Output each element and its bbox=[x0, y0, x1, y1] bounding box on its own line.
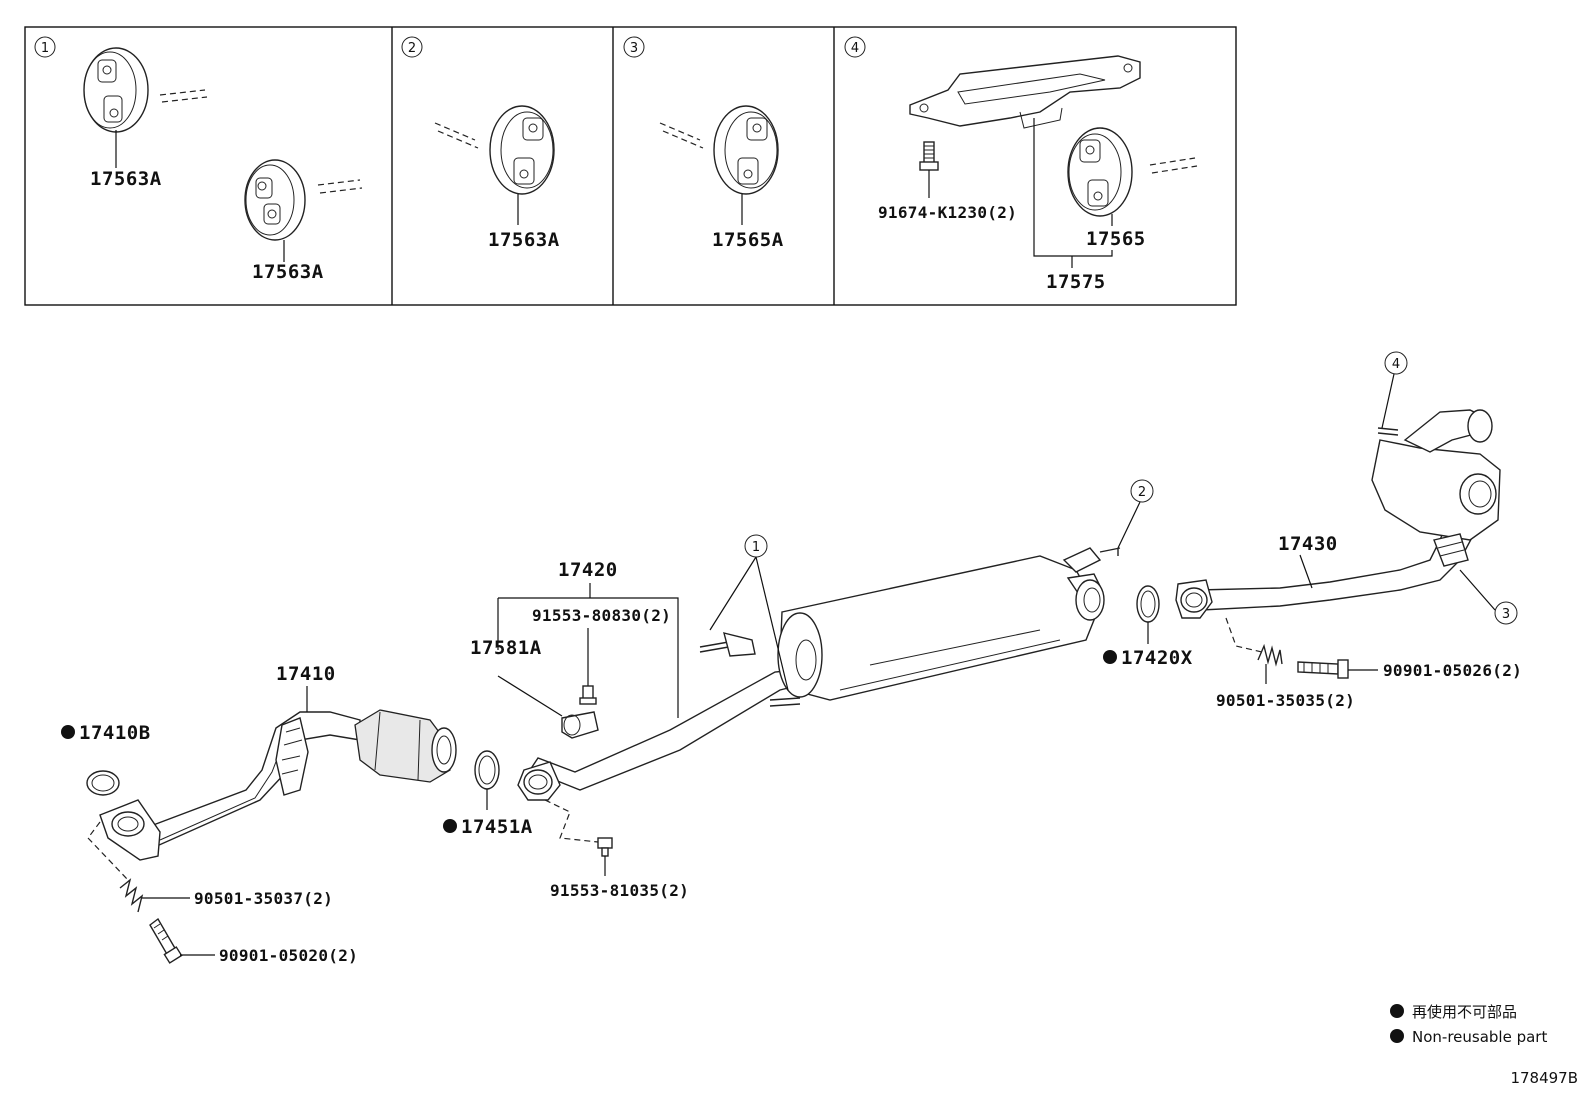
tail-pipe bbox=[1175, 409, 1501, 619]
label-17420X: 17420X bbox=[1121, 647, 1193, 669]
rubber-hanger-icon bbox=[244, 159, 306, 241]
bolt-icon bbox=[1297, 659, 1349, 679]
callout-2: 2 bbox=[1138, 485, 1146, 500]
label-17430: 17430 bbox=[1278, 533, 1338, 555]
callout-4: 4 bbox=[1392, 357, 1400, 372]
label-17563A-c: 17563A bbox=[488, 229, 560, 251]
non-reusable-dot bbox=[1103, 650, 1117, 664]
panel-1-number-circle bbox=[34, 36, 56, 58]
legend-japanese: 再使用不可部品 bbox=[1412, 1003, 1517, 1021]
label-90501-35037: 90501-35037(2) bbox=[194, 889, 333, 908]
assembly-line-dashed bbox=[1225, 617, 1263, 653]
non-reusable-dot bbox=[443, 819, 457, 833]
label-17451A: 17451A bbox=[461, 816, 533, 838]
assembly-line-dashed bbox=[544, 799, 599, 843]
callout-1: 1 bbox=[752, 540, 760, 555]
panel-1-number: 1 bbox=[41, 41, 49, 56]
callout-4-circle bbox=[1384, 351, 1408, 375]
label-90901-05026: 90901-05026(2) bbox=[1383, 661, 1522, 680]
hanger-rod-dashed bbox=[1149, 157, 1198, 174]
panel-3-number: 3 bbox=[630, 41, 638, 56]
bolt-icon bbox=[597, 837, 613, 857]
callout-3-circle bbox=[1494, 601, 1518, 625]
diagram-id: 178497B bbox=[1510, 1069, 1578, 1087]
sensor-bracket-icon bbox=[275, 717, 309, 796]
legend-dot bbox=[1390, 1029, 1404, 1043]
rear-muffler-icon bbox=[1371, 409, 1501, 567]
legend: 再使用不可部品 Non-reusable part bbox=[1390, 1003, 1547, 1046]
hanger-rod-dashed bbox=[317, 179, 363, 194]
bolt-icon bbox=[579, 685, 597, 705]
label-90901-05020: 90901-05020(2) bbox=[219, 946, 358, 965]
panel-2: 2 17563A bbox=[401, 36, 560, 251]
hanger-rod-icon bbox=[699, 547, 1121, 707]
rubber-hanger-icon bbox=[489, 105, 555, 195]
front-pipe-converter bbox=[99, 709, 457, 861]
panel-1: 1 17563A 17563A bbox=[34, 36, 363, 283]
label-17581A: 17581A bbox=[470, 637, 542, 659]
hanger-rod-icon bbox=[1377, 427, 1399, 436]
label-17565A: 17565A bbox=[712, 229, 784, 251]
label-91674-K1230: 91674-K1230(2) bbox=[878, 203, 1017, 222]
assembly-line-dashed bbox=[87, 821, 129, 881]
label-90501-35035: 90501-35035(2) bbox=[1216, 691, 1355, 710]
panel-4: 4 91674-K1230(2) 17565 17575 bbox=[844, 36, 1198, 293]
non-reusable-dot bbox=[61, 725, 75, 739]
rubber-hanger-icon bbox=[1067, 127, 1133, 217]
flange-icon bbox=[517, 761, 561, 801]
legend-english: Non-reusable part bbox=[1412, 1028, 1547, 1046]
panel-2-number-circle bbox=[401, 36, 423, 58]
label-17575: 17575 bbox=[1046, 271, 1106, 293]
center-pipe-muffler bbox=[517, 547, 1121, 801]
label-17410: 17410 bbox=[276, 663, 336, 685]
hanger-rod-dashed bbox=[659, 122, 704, 149]
rubber-hanger-icon bbox=[83, 47, 149, 133]
panel-2-number: 2 bbox=[408, 41, 416, 56]
bracket-icon bbox=[909, 55, 1141, 129]
hanger-rod-dashed bbox=[434, 122, 479, 149]
gasket-icon bbox=[474, 750, 500, 790]
label-17563A-a: 17563A bbox=[90, 168, 162, 190]
panel-3-number-circle bbox=[623, 36, 645, 58]
label-17563A-b: 17563A bbox=[252, 261, 324, 283]
callout-3: 3 bbox=[1502, 607, 1510, 622]
flange-icon bbox=[1175, 579, 1213, 619]
hanger-rod-dashed bbox=[159, 89, 208, 103]
panel-4-number: 4 bbox=[851, 41, 859, 56]
detail-panels bbox=[24, 26, 1237, 306]
gasket-icon bbox=[1136, 585, 1160, 623]
gasket-icon bbox=[86, 770, 120, 796]
label-17420: 17420 bbox=[558, 559, 618, 581]
clamp-icon bbox=[561, 711, 599, 739]
label-17410B: 17410B bbox=[79, 722, 151, 744]
panel-3: 3 17565A bbox=[623, 36, 784, 251]
catalytic-converter-icon bbox=[354, 709, 457, 783]
panel-frame bbox=[24, 26, 1237, 306]
spring-icon bbox=[1257, 643, 1283, 667]
callout-2-circle bbox=[1130, 479, 1154, 503]
muffler-icon bbox=[777, 547, 1105, 701]
spring-icon bbox=[119, 878, 144, 913]
bolt-icon bbox=[919, 141, 939, 171]
panel-4-number-circle bbox=[844, 36, 866, 58]
legend-dot bbox=[1390, 1004, 1404, 1018]
flange-icon bbox=[99, 799, 161, 861]
label-91553-81035: 91553-81035(2) bbox=[550, 881, 689, 900]
bolt-icon bbox=[149, 917, 183, 964]
rubber-hanger-icon bbox=[713, 105, 779, 195]
label-91553-80830: 91553-80830(2) bbox=[532, 606, 671, 625]
label-17565: 17565 bbox=[1086, 228, 1146, 250]
